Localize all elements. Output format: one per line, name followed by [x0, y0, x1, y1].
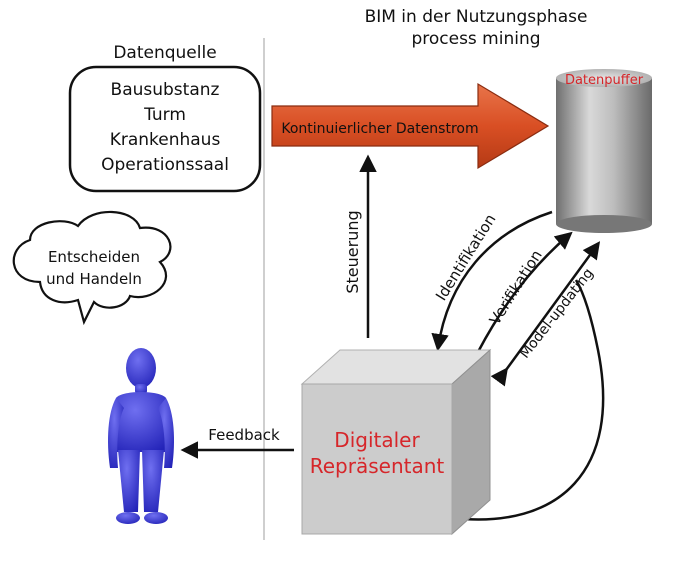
digital-representative-cube — [300, 348, 492, 536]
speech-bubble — [12, 210, 172, 326]
source-item-4: Operationssaal — [101, 155, 229, 175]
cube-label-line-2: Repräsentant — [310, 454, 445, 478]
verification-arrow — [476, 231, 573, 353]
feedback-loop-curve — [451, 279, 605, 521]
person-figure — [108, 348, 174, 524]
speech-line-1: Entscheiden — [48, 248, 140, 266]
source-item-2: Turm — [143, 105, 186, 125]
data-stream-arrow — [271, 82, 550, 170]
feedback-label: Feedback — [208, 426, 280, 444]
speech-line-2: und Handeln — [46, 270, 142, 288]
control-label: Steuerung — [343, 210, 362, 293]
source-box — [68, 65, 262, 193]
identification-label: Identifikation — [432, 211, 499, 304]
data-buffer-label: Datenpuffer — [565, 73, 644, 88]
identification-arrow — [431, 210, 553, 352]
source-item-3: Krankenhaus — [110, 130, 221, 150]
model-updating-arrow — [490, 241, 601, 387]
data-buffer-cylinder — [556, 69, 652, 233]
verification-label: Verifikation — [486, 247, 546, 328]
data-stream-label: Kontinuierlicher Datenstrom — [281, 121, 478, 137]
header-line-1: BIM in der Nutzungsphase — [365, 7, 588, 27]
header-line-2: process mining — [411, 29, 540, 49]
cube-label-line-1: Digitaler — [334, 428, 420, 452]
source-item-1: Bausubstanz — [111, 80, 220, 100]
source-title: Datenquelle — [113, 43, 216, 63]
